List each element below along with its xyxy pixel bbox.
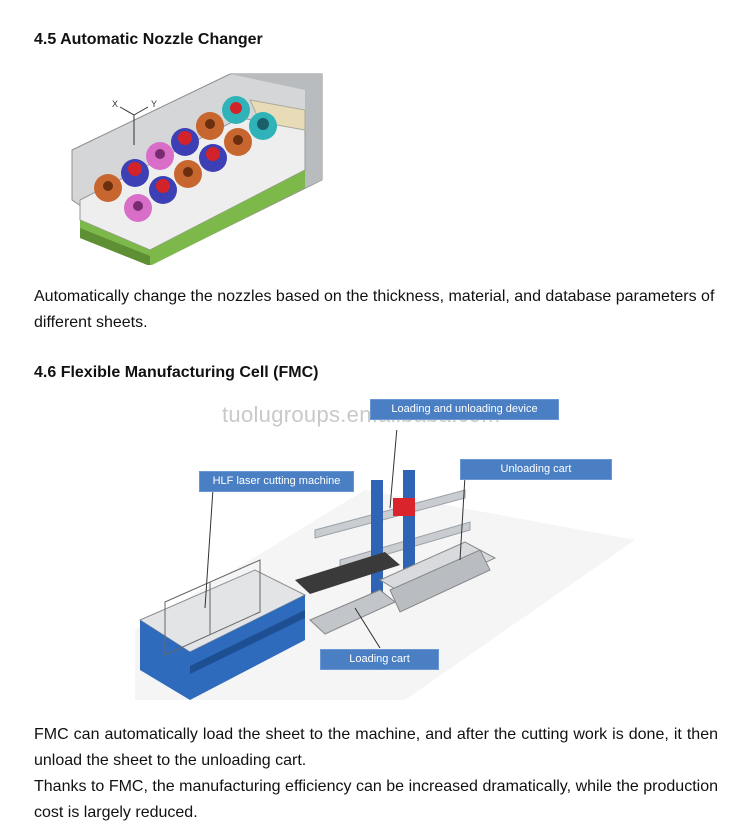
axis-y-label: Y [151,99,157,109]
section-heading-fmc: 4.6 Flexible Manufacturing Cell (FMC) [34,364,319,381]
callout-hlf-laser-cutting-machine: HLF laser cutting machine [199,471,354,492]
fmc-description-2: Thanks to FMC, the manufacturing efficie… [34,778,718,821]
fmc-illustration [135,415,635,720]
nozzle-changer-description: Automatically change the nozzles based o… [34,288,715,331]
callout-loading-unloading-device: Loading and unloading device [370,399,559,420]
callout-loading-cart: Loading cart [320,649,439,670]
nozzle-group [94,96,277,222]
section-heading-nozzle-changer: 4.5 Automatic Nozzle Changer [34,31,263,48]
nozzle-changer-illustration: X Y [60,70,325,266]
fmc-description-1: FMC can automatically load the sheet to … [34,726,718,769]
callout-unloading-cart: Unloading cart [460,459,612,480]
axis-x-label: X [112,99,118,109]
